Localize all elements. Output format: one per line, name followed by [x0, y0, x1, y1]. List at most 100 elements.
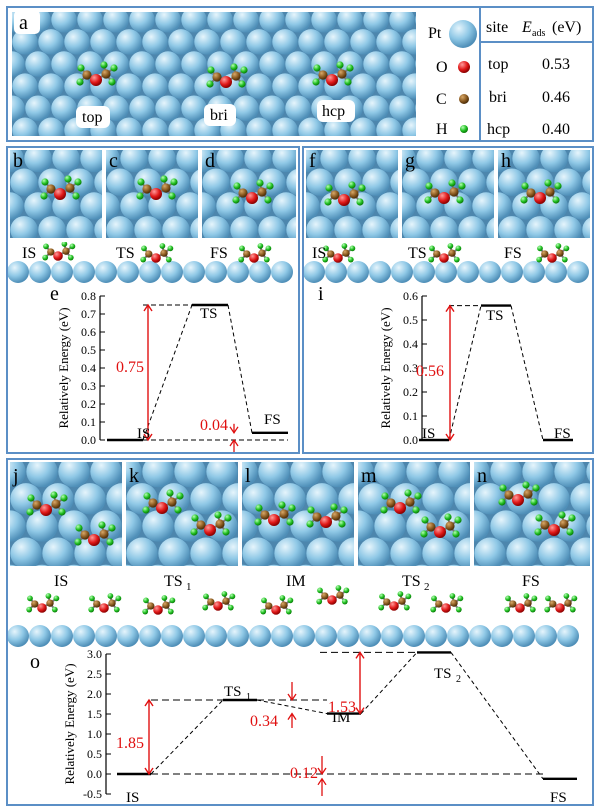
pt-atom — [190, 537, 222, 566]
molecule-side-m2 — [430, 593, 464, 613]
pt-atom — [402, 117, 416, 136]
molecule-f — [324, 181, 366, 206]
pt-atom — [151, 564, 165, 566]
h-atom — [348, 181, 356, 189]
state-label-fs: FS — [504, 245, 522, 262]
barrier2-label: 1.53 — [328, 699, 356, 716]
molecule-side-l2 — [316, 585, 350, 605]
h-atom — [169, 597, 176, 604]
h-atom — [523, 593, 530, 599]
pt-atom — [95, 625, 117, 647]
y-tick-label: -0.5 — [83, 787, 102, 801]
pt-atom — [176, 150, 198, 173]
pt-atom — [438, 462, 470, 488]
pt-atom — [274, 537, 306, 566]
pt-atom — [126, 510, 142, 542]
pt-atom — [142, 510, 174, 542]
pt-atom — [348, 150, 376, 173]
state-label-ts2-sub: 2 — [424, 581, 430, 593]
panel-j-o-svg: j k l m n IS TS 1 IM TS 2 FS o -0.50.00.… — [7, 462, 592, 806]
h-atom — [263, 256, 270, 263]
pt-atom — [176, 192, 198, 220]
o-atom — [88, 534, 100, 546]
h-atom — [113, 606, 120, 613]
pt-atom — [334, 168, 362, 196]
path-connector — [450, 652, 544, 780]
pt-atom — [52, 150, 80, 173]
h-atom — [532, 484, 540, 492]
h-atom — [325, 184, 333, 192]
pt-atom — [202, 168, 230, 196]
h-atom — [456, 196, 464, 204]
o-atom — [156, 502, 168, 514]
h-atom — [455, 606, 462, 613]
y-tick-label: 0.4 — [81, 361, 96, 375]
h-atom — [140, 256, 147, 263]
pt-atom — [486, 217, 494, 238]
pt-atom — [491, 625, 513, 647]
pt-atom — [554, 462, 586, 488]
h-atom — [60, 494, 68, 502]
h-atom — [425, 182, 433, 190]
pt-atom — [242, 510, 258, 542]
pt-atom — [415, 59, 416, 69]
pt-atom — [350, 73, 376, 99]
y-tick-label: 0.8 — [81, 289, 96, 303]
pt-atom — [233, 51, 259, 77]
pt-atom — [174, 462, 206, 488]
c-atom — [331, 511, 341, 521]
pt-atom — [374, 462, 406, 488]
state-label-ts: TS — [408, 245, 427, 262]
pt-atom — [142, 462, 174, 488]
y-tick-label: 0.5 — [81, 343, 96, 357]
pt-atom — [358, 564, 365, 566]
h-atom — [414, 492, 422, 500]
chart-e: e 0.00.10.20.30.40.50.60.70.8Relatively … — [50, 283, 288, 457]
pt-atom — [363, 12, 389, 33]
h-atom — [265, 245, 272, 252]
y-tick-label: 2.5 — [87, 667, 102, 681]
o-atom — [512, 494, 524, 506]
pt-atom — [134, 216, 162, 238]
h-atom — [26, 508, 34, 516]
pt-atom — [454, 483, 470, 515]
molecule-side-l — [260, 595, 294, 615]
h-atom — [458, 182, 466, 190]
y-axis-label: Relatively Energy (eV) — [56, 307, 71, 428]
h-atom — [160, 175, 168, 183]
panel-letter-c: c — [109, 150, 118, 172]
pt-atom — [168, 117, 194, 136]
o-atom — [320, 516, 332, 528]
pt-atom — [545, 261, 567, 283]
pt-atom — [358, 537, 390, 566]
h-atom — [324, 198, 332, 206]
h-atom — [233, 182, 241, 190]
level-label-fs: FS — [264, 412, 281, 428]
level-label-ts2: TS — [434, 666, 452, 682]
h-atom — [535, 514, 543, 522]
path-connector — [448, 305, 482, 441]
pt-atom — [389, 12, 415, 33]
c-atom — [265, 602, 273, 610]
state-label-ts1: TS — [164, 573, 183, 590]
pt-atom — [183, 564, 197, 566]
pt-atom — [139, 625, 161, 647]
c-atom — [231, 71, 241, 81]
pt-atom — [227, 261, 249, 283]
pt-atom — [474, 462, 490, 488]
pt-atom — [406, 462, 438, 488]
pt-atom — [582, 217, 590, 238]
pt-atom — [38, 73, 64, 99]
h-atom — [74, 538, 82, 546]
h-atom — [257, 243, 264, 249]
h-atom — [64, 175, 72, 183]
h-atom — [555, 243, 562, 249]
c-atom — [312, 512, 322, 522]
h-atom — [429, 245, 435, 252]
h-atom — [403, 604, 410, 611]
pt-atom — [12, 51, 25, 77]
path-connector — [150, 699, 224, 775]
pt-atom — [369, 261, 391, 283]
pt-atom — [246, 117, 272, 136]
